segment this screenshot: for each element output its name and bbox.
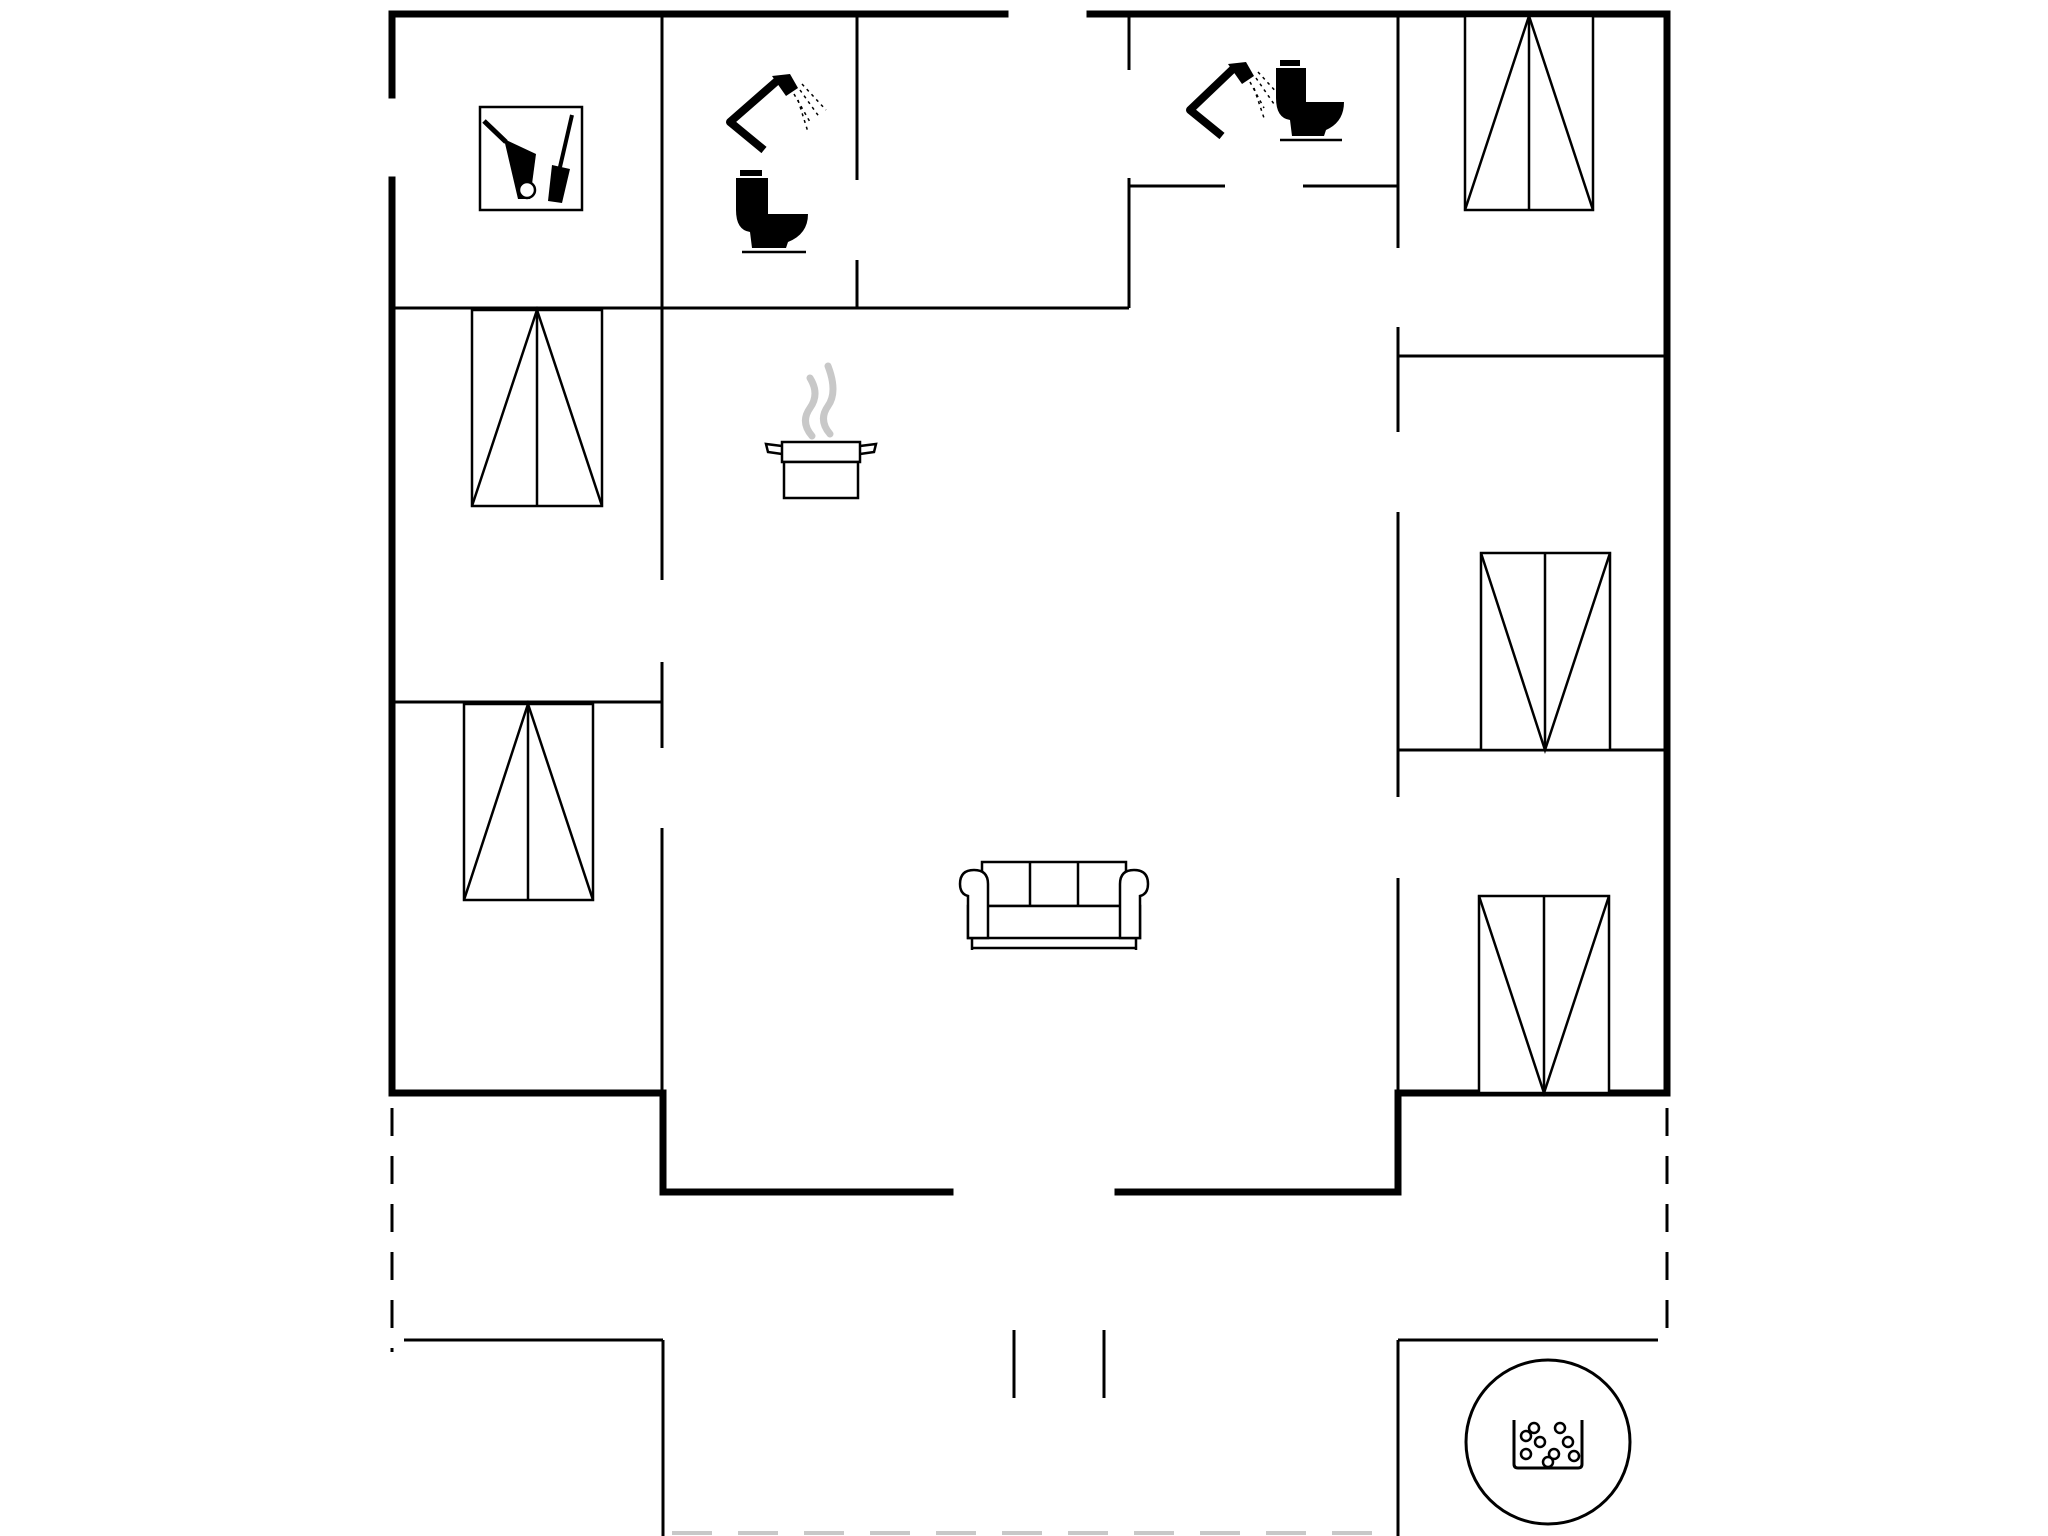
shower-icon [726,74,827,154]
bed-icon [470,306,604,508]
bed-icon [1477,894,1611,1097]
toilet-icon [1276,60,1344,142]
sofa-icon [958,860,1150,950]
stove-pot-icon [764,362,878,500]
terrace-outline [390,1108,1669,1536]
bed-icon [462,700,595,902]
utility-room-icon [478,105,584,212]
shower-icon [1186,62,1281,140]
hot-tub-icon [1464,1358,1632,1526]
bed-icon [1479,551,1612,755]
toilet-icon [736,170,808,254]
exterior-walls [388,10,1671,1196]
bed-icon [1463,12,1595,212]
